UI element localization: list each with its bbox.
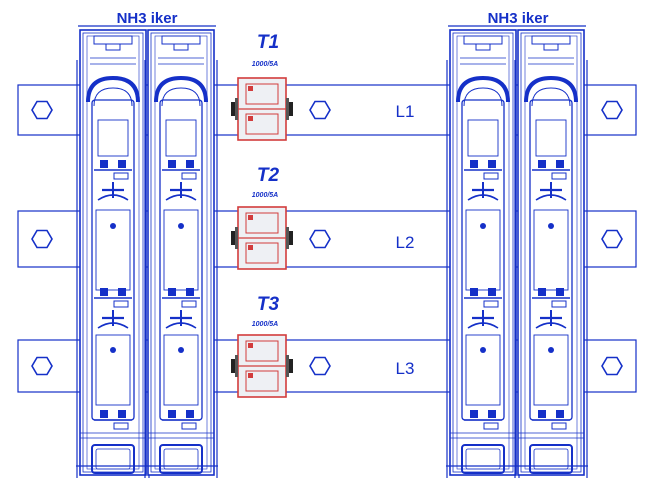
ct-T3-name: T3 <box>257 294 280 315</box>
ct-T2-rating: 1000/5A <box>252 192 278 199</box>
fuse-group-right-title: NH3 iker <box>488 10 549 27</box>
fuse-pole-right-2 <box>513 28 589 480</box>
bolt-left-L1 <box>31 100 53 120</box>
phase-label-L1: L1 <box>396 102 415 121</box>
ct-T3-body <box>230 334 294 398</box>
ct-T2-name: T2 <box>257 165 280 186</box>
bolt-left-L3 <box>31 356 53 376</box>
fuse-group-left: NH3 iker <box>75 10 219 480</box>
current-transformer-T2: T2 1000/5A <box>230 165 294 270</box>
fuse-pole-right-1 <box>445 28 521 480</box>
bolt-middle-L2 <box>309 229 331 249</box>
bolt-middle-L3 <box>309 356 331 376</box>
ct-T1-body <box>230 77 294 141</box>
bolt-right-L3 <box>601 356 623 376</box>
bolt-right-L1 <box>601 100 623 120</box>
phase-label-L3: L3 <box>396 359 415 378</box>
current-transformer-T3: T3 1000/5A <box>230 294 294 398</box>
bolt-right-L2 <box>601 229 623 249</box>
bolt-left-L2 <box>31 229 53 249</box>
current-transformer-T1: T1 1000/5A <box>230 32 294 141</box>
fuse-group-right: NH3 iker <box>445 10 589 480</box>
ct-T1-name: T1 <box>257 32 279 53</box>
ct-T3-rating: 1000/5A <box>252 321 278 328</box>
fuse-pole-left-2 <box>143 28 219 480</box>
fuse-group-left-title: NH3 iker <box>117 10 178 27</box>
fuse-pole-left-1 <box>75 28 151 480</box>
phase-label-L2: L2 <box>396 233 415 252</box>
ct-T1-rating: 1000/5A <box>252 61 278 68</box>
bolt-middle-L1 <box>309 100 331 120</box>
ct-T2-body <box>230 206 294 270</box>
